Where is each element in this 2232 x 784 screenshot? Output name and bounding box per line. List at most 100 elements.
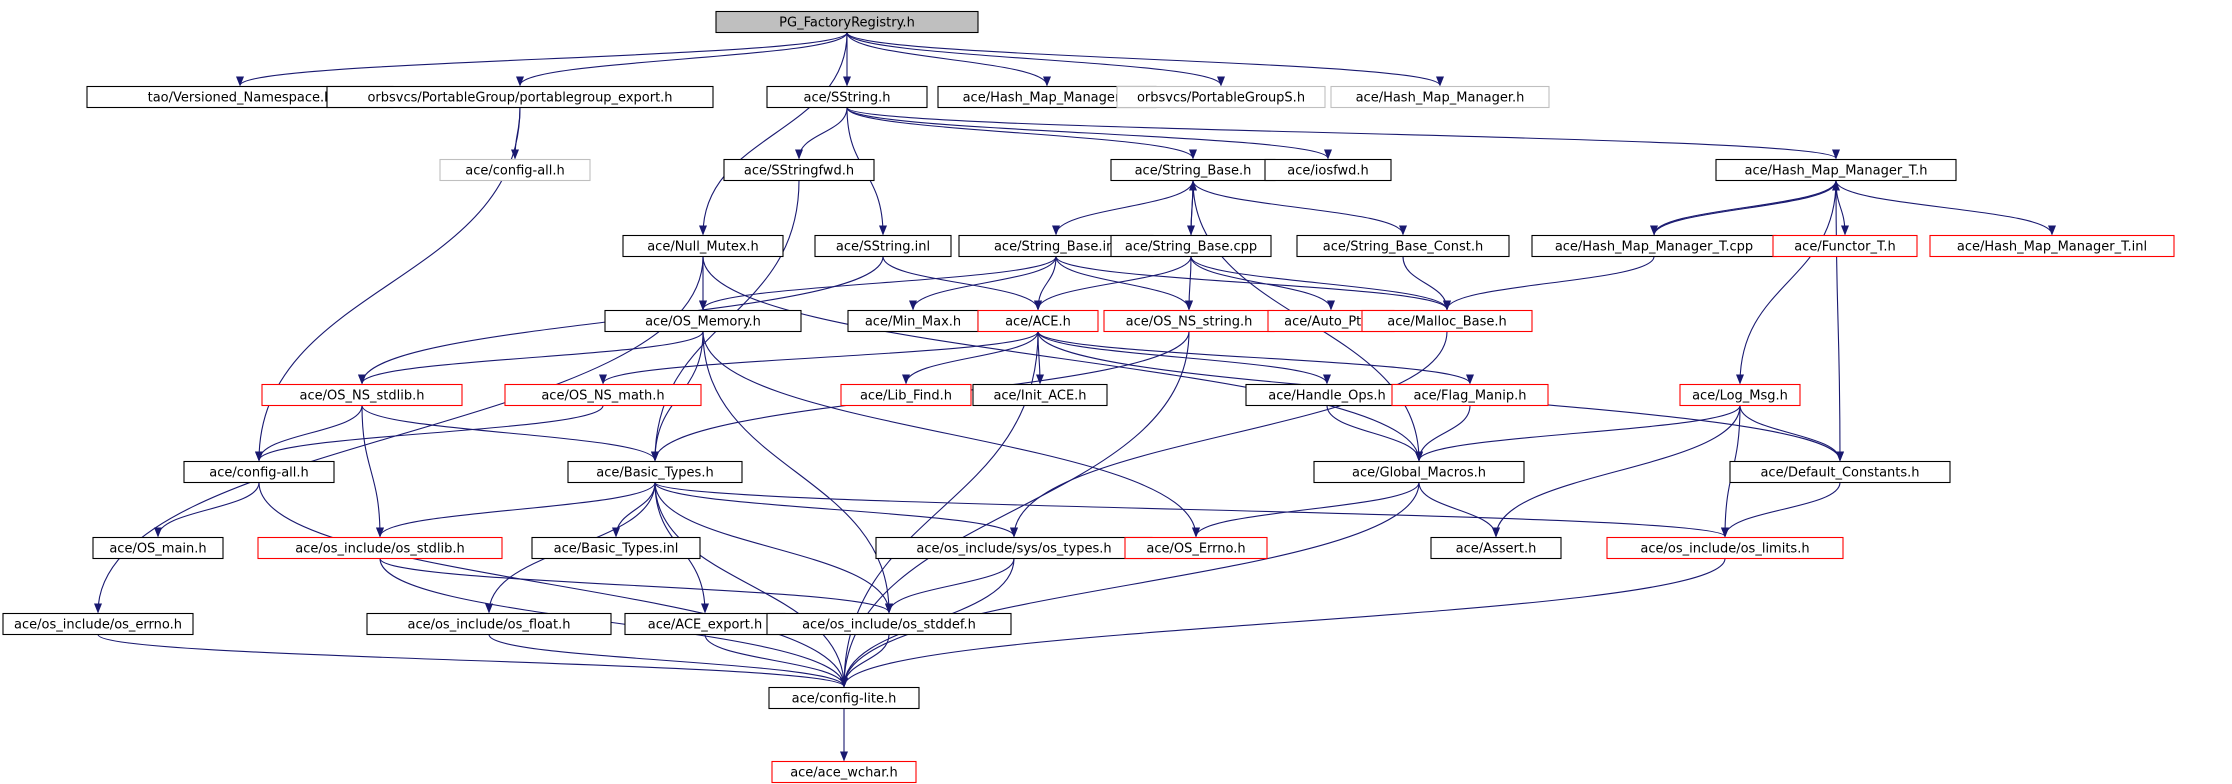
node-globalmacros[interactable]: ace/Global_Macros.h <box>1313 460 1525 484</box>
node-sstringinl[interactable]: ace/SString.inl <box>814 234 952 258</box>
edge-strbasecpp-to-autoptr <box>1190 256 1335 311</box>
edge-osmem-to-osstddef <box>702 331 893 614</box>
edge-hmmt-to-hmmtcpp <box>1650 180 1837 236</box>
edge-ace-to-flagmanip <box>1037 331 1474 385</box>
node-functort[interactable]: ace/Functor_T.h <box>1772 234 1918 258</box>
node-flagmanip[interactable]: ace/Flag_Manip.h <box>1391 383 1549 407</box>
node-osfloat[interactable]: ace/os_include/os_float.h <box>366 612 612 636</box>
node-box <box>715 10 979 34</box>
node-label: ace/OS_Memory.h <box>645 315 761 330</box>
node-minmax[interactable]: ace/Min_Max.h <box>847 309 979 333</box>
node-box <box>622 234 784 258</box>
node-label: ace/OS_NS_stdlib.h <box>300 389 425 404</box>
node-oserrno[interactable]: ace/OS_Errno.h <box>1124 536 1268 560</box>
edge-strbase-to-strbaseconst <box>1192 180 1407 236</box>
node-hmmtinl[interactable]: ace/Hash_Map_Manager_T.inl <box>1929 234 2175 258</box>
node-sstring[interactable]: ace/SString.h <box>766 85 928 109</box>
node-label: ace/OS_NS_math.h <box>541 389 664 404</box>
node-hmmt[interactable]: ace/Hash_Map_Manager_T.h <box>1715 158 1957 182</box>
node-label: ace/os_include/sys/os_types.h <box>916 542 1111 557</box>
node-osnsstdlib[interactable]: ace/OS_NS_stdlib.h <box>261 383 463 407</box>
edge-logmsg-to-globalmacros <box>1415 405 1741 462</box>
node-layer: PG_FactoryRegistry.h tao/Versioned_Namesp… <box>2 10 2175 784</box>
edge-pg-to-nullmutex <box>699 32 848 236</box>
edge-strbasecpp-to-ace <box>1034 256 1192 311</box>
edge-osnsmath-to-cfgall2 <box>255 405 604 462</box>
node-label: ace/ACE.h <box>1005 315 1071 330</box>
node-wchar[interactable]: ace/ace_wchar.h <box>771 760 917 784</box>
edge-aceexport-to-cfglite <box>704 634 848 688</box>
node-cfgall2[interactable]: ace/config-all.h <box>183 460 335 484</box>
edge-sstring-to-hmmt <box>846 107 1840 160</box>
edge-sstringinl-to-ace <box>882 256 1042 311</box>
edge-pg-to-vns <box>236 32 848 87</box>
edge-strbaseinl-to-ace <box>1034 256 1057 311</box>
node-box <box>1264 158 1392 182</box>
node-osstdlib[interactable]: ace/os_include/os_stdlib.h <box>257 536 503 560</box>
edge-globalmacros-to-cfglite <box>840 482 1420 688</box>
node-ace[interactable]: ace/ACE.h <box>977 309 1099 333</box>
node-strbase[interactable]: ace/String_Base.h <box>1110 158 1276 182</box>
node-pge[interactable]: orbsvcs/PortableGroup/portablegroup_expo… <box>326 85 714 109</box>
node-osstddef[interactable]: ace/os_include/os_stddef.h <box>766 612 1012 636</box>
node-box <box>766 85 928 109</box>
node-hmm2[interactable]: ace/Hash_Map_Manager.h <box>1330 85 1550 109</box>
node-label: ace/SStringfwd.h <box>744 164 854 179</box>
edge-basictypes-to-systypes <box>654 482 1018 538</box>
node-label: ace/String_Base_Const.h <box>1323 240 1483 255</box>
node-initace[interactable]: ace/Init_ACE.h <box>972 383 1108 407</box>
node-logmsg[interactable]: ace/Log_Msg.h <box>1679 383 1801 407</box>
node-handleops[interactable]: ace/Handle_Ops.h <box>1245 383 1409 407</box>
node-label: ace/os_include/os_errno.h <box>14 618 182 633</box>
node-aceexport[interactable]: ace/ACE_export.h <box>624 612 786 636</box>
node-hmm1[interactable]: ace/Hash_Map_Manager.h <box>937 85 1157 109</box>
node-pgs[interactable]: orbsvcs/PortableGroupS.h <box>1116 85 1326 109</box>
edge-hmmt-to-defconst <box>1835 180 1844 462</box>
node-osnsmath[interactable]: ace/OS_NS_math.h <box>504 383 702 407</box>
node-hmmtcpp[interactable]: ace/Hash_Map_Manager_T.cpp <box>1531 234 1777 258</box>
node-box <box>1361 309 1533 333</box>
node-osmem[interactable]: ace/OS_Memory.h <box>604 309 802 333</box>
edge-basictypes-to-oslimits <box>654 482 1729 538</box>
node-box <box>768 686 920 710</box>
edge-sstring-to-strbase <box>846 107 1197 160</box>
node-strbasecpp[interactable]: ace/String_Base.cpp <box>1110 234 1272 258</box>
node-sstringfwd[interactable]: ace/SStringfwd.h <box>723 158 875 182</box>
node-vns[interactable]: tao/Versioned_Namespace.h <box>86 85 394 109</box>
node-label: ace/Default_Constants.h <box>1760 466 1919 481</box>
node-box <box>366 612 612 636</box>
node-nullmutex[interactable]: ace/Null_Mutex.h <box>622 234 784 258</box>
node-box <box>257 536 503 560</box>
edge-pg-to-pge <box>516 32 848 87</box>
node-pg[interactable]: PG_FactoryRegistry.h <box>715 10 979 34</box>
node-strbaseconst[interactable]: ace/String_Base_Const.h <box>1296 234 1510 258</box>
node-box <box>1116 85 1326 109</box>
node-box <box>1606 536 1844 560</box>
node-iosfwd[interactable]: ace/iosfwd.h <box>1264 158 1392 182</box>
node-label: ace/config-lite.h <box>792 692 897 707</box>
node-mallocbase[interactable]: ace/Malloc_Base.h <box>1361 309 1533 333</box>
edge-globalmacros-to-assert <box>1418 482 1500 538</box>
node-assert[interactable]: ace/Assert.h <box>1430 536 1562 560</box>
node-cfgall1[interactable]: ace/config-all.h <box>439 158 591 182</box>
node-basictypes[interactable]: ace/Basic_Types.h <box>567 460 743 484</box>
node-label: ace/os_include/os_stdlib.h <box>295 542 464 557</box>
node-oslimits[interactable]: ace/os_include/os_limits.h <box>1606 536 1844 560</box>
node-strbaseinl[interactable]: ace/String_Base.inl <box>958 234 1154 258</box>
node-osmain[interactable]: ace/OS_main.h <box>92 536 224 560</box>
edge-handleops-to-globalmacros <box>1326 405 1423 462</box>
node-box <box>567 460 743 484</box>
edge-strbaseinl-to-minmax <box>909 256 1057 311</box>
edge-pg-to-pgs <box>846 32 1225 87</box>
node-box <box>504 383 702 407</box>
node-label: ace/Auto_Ptr.h <box>1284 315 1378 330</box>
node-box <box>261 383 463 407</box>
node-cfglite[interactable]: ace/config-lite.h <box>768 686 920 710</box>
node-defconst[interactable]: ace/Default_Constants.h <box>1729 460 1951 484</box>
node-oserrnoinc[interactable]: ace/os_include/os_errno.h <box>2 612 194 636</box>
node-label: ace/Init_ACE.h <box>993 389 1086 404</box>
node-osnsstring[interactable]: ace/OS_NS_string.h <box>1103 309 1275 333</box>
node-libfind[interactable]: ace/Lib_Find.h <box>840 383 972 407</box>
node-basictypesinl[interactable]: ace/Basic_Types.inl <box>531 536 701 560</box>
node-systypes[interactable]: ace/os_include/sys/os_types.h <box>875 536 1153 560</box>
